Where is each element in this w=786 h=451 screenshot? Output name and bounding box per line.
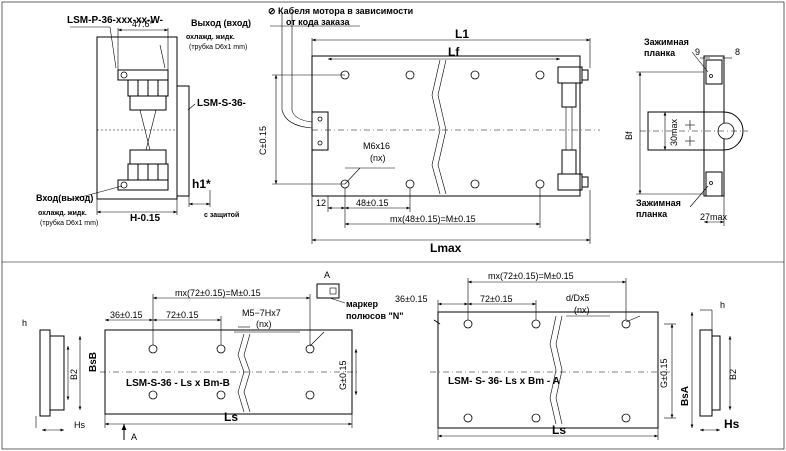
- dim-36-left: 36±0.15: [110, 310, 142, 320]
- dim-h-left: h: [22, 318, 27, 328]
- label-lsm-p-model: LSM-P-36-xxx-xx-W-: [67, 15, 163, 26]
- label-motor-cable: ⊘ Кабеля мотора в зависимости: [268, 6, 413, 16]
- dim-36-right: 36±0.15: [395, 294, 427, 304]
- label-marker-n: полюсов "N": [346, 311, 404, 321]
- view-clamp-side: [636, 51, 748, 226]
- dim-mx-72-left: mx(72±0.15)=M±0.15: [175, 288, 261, 298]
- label-clamp-top: Зажимная: [644, 37, 689, 47]
- view-lsm-s-a: [430, 278, 732, 440]
- dim-bsa: BsA: [680, 386, 691, 406]
- view-lsm-p-side: [69, 26, 211, 215]
- label-coolant: охлажд. жидк.: [186, 34, 235, 41]
- platen-body: [96, 36, 178, 200]
- label-clamp-top-2: планка: [644, 48, 676, 58]
- dim-9: 9: [695, 47, 700, 57]
- dim-12: 12: [316, 198, 326, 208]
- dim-bsb: BsB: [88, 352, 99, 372]
- dim-72-right: 72±0.15: [480, 294, 512, 304]
- label-coolant-2: охлажд. жидк.: [38, 210, 87, 217]
- fluid-fittings-bottom: [117, 149, 169, 191]
- dim-h: H-0.15: [130, 213, 160, 224]
- dim-c: C±0.15: [258, 126, 268, 155]
- label-with-cover: с защитой: [204, 211, 239, 219]
- dim-h-right: h: [720, 300, 725, 310]
- dim-hs-left: Hs: [74, 420, 85, 430]
- dim-bf: Bf: [624, 131, 634, 140]
- dim-ls-left: Ls: [224, 410, 238, 424]
- label-outlet-inlet: Выход (вход): [191, 18, 251, 28]
- dim-b2-left: B2: [69, 369, 79, 380]
- label-d-d5: d/Dx5: [566, 293, 590, 303]
- label-tube-2: (трубка D6х1 mm): [40, 219, 98, 227]
- stator-a-body: [437, 311, 659, 429]
- label-nx: (nx): [370, 153, 386, 163]
- dim-hs-right: Hs: [724, 417, 740, 431]
- label-marker: маркер: [346, 299, 379, 309]
- dim-8: 8: [735, 47, 740, 57]
- dim-27max: 27max: [700, 212, 728, 222]
- label-clamp-bottom-2: планка: [636, 209, 668, 219]
- dim-l1: L1: [455, 27, 469, 41]
- cable-outlet: [311, 111, 329, 151]
- dim-lf: Lf: [448, 45, 460, 59]
- label-model-a: LSM- S- 36- Ls x Bm - A: [448, 376, 560, 387]
- dim-h1: h1*: [192, 177, 211, 191]
- label-thread-m6: M6x16: [363, 141, 390, 151]
- dim-b2-right: B2: [728, 369, 738, 380]
- label-model-b: LSM-S-36 - Ls x Bm-B: [126, 378, 230, 389]
- mounting-plate: [176, 85, 190, 197]
- label-nx-left: (nx): [256, 319, 272, 329]
- label-tube: (трубка D6х1 mm): [189, 43, 247, 51]
- dim-mx-72-right: mx(72±0.15)=M±0.15: [488, 271, 574, 281]
- dim-47-6: 47.6*: [132, 19, 154, 29]
- label-lsm-s-36: LSM-S-36-: [197, 98, 246, 109]
- label-view-a-left: A: [131, 432, 137, 442]
- dim-g-left: G±0.15: [338, 361, 348, 390]
- marker-n: [316, 283, 441, 325]
- dim-48: 48±0.15: [356, 198, 388, 208]
- dim-lmax: Lmax: [430, 241, 462, 255]
- label-view-a-marker: A: [324, 270, 330, 280]
- fluid-fittings-top: [117, 69, 169, 111]
- label-nx-right: (nx): [574, 305, 590, 315]
- label-m5-thread: M5−7Hx7: [242, 308, 281, 318]
- view-lsm-p-top: [270, 12, 600, 244]
- label-clamp-bottom: Зажимная: [636, 198, 681, 208]
- dim-mx-48: mx(48±0.15)=M±0.15: [390, 214, 476, 224]
- label-inlet-outlet: Вход(выход): [36, 193, 93, 203]
- dim-g-right: G±0.15: [659, 359, 669, 388]
- view-lsm-s-b: [35, 294, 360, 440]
- dim-30max: 30max: [669, 118, 679, 146]
- dim-ls-right: Ls: [552, 423, 566, 437]
- label-order-code: от кода заказа: [286, 17, 351, 27]
- dim-72-left: 72±0.15: [166, 310, 198, 320]
